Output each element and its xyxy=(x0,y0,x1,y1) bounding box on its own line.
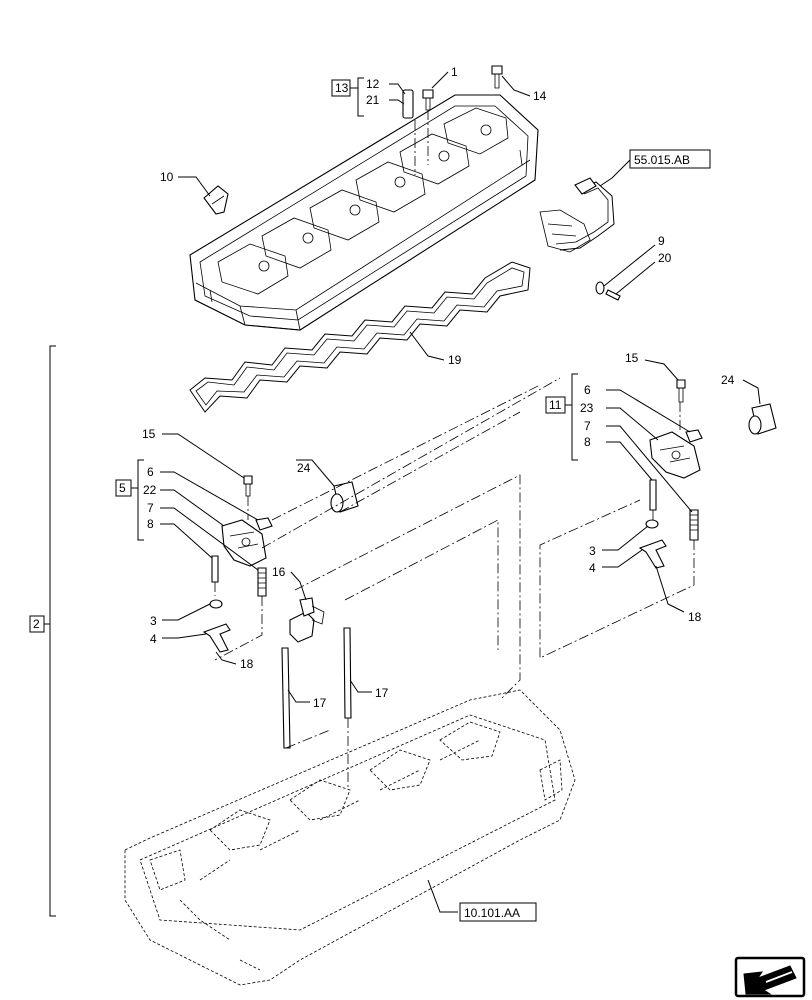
label-1: 1 xyxy=(451,65,458,79)
label-18-right: 18 xyxy=(688,610,702,624)
label-17-right: 17 xyxy=(375,686,389,700)
label-5: 5 xyxy=(119,481,126,495)
label-7-right: 7 xyxy=(584,419,591,433)
label-55-015-ab: 55.015.AB xyxy=(634,153,690,167)
label-13: 13 xyxy=(335,81,349,95)
sleeve-part-24-left xyxy=(330,481,359,513)
label-16: 16 xyxy=(272,565,286,579)
screw-part-20 xyxy=(605,289,621,301)
label-15-left: 15 xyxy=(142,427,156,441)
label-20: 20 xyxy=(658,251,672,265)
label-6-right: 6 xyxy=(584,383,591,397)
label-14: 14 xyxy=(533,89,547,103)
label-3-left: 3 xyxy=(150,614,157,628)
label-10-101-aa: 10.101.AA xyxy=(464,906,520,920)
sensor-part-16 xyxy=(289,597,325,643)
label-9: 9 xyxy=(658,234,665,248)
label-23: 23 xyxy=(580,401,594,415)
label-8-left: 8 xyxy=(147,517,154,531)
label-19: 19 xyxy=(448,353,462,367)
label-18-left: 18 xyxy=(240,657,254,671)
valve-cover xyxy=(189,94,539,331)
assembly-guides xyxy=(214,110,695,790)
bolt-part-14 xyxy=(491,65,503,89)
label-3-right: 3 xyxy=(589,544,596,558)
label-17-left: 17 xyxy=(313,696,327,710)
label-15-right: 15 xyxy=(625,351,639,365)
cylinder-head-block xyxy=(124,689,576,986)
rocker-assembly-right xyxy=(638,379,703,569)
label-21: 21 xyxy=(366,93,380,107)
label-10: 10 xyxy=(160,170,174,184)
leader-lines xyxy=(160,71,761,913)
washer-part-9 xyxy=(595,281,605,295)
label-7-left: 7 xyxy=(147,501,154,515)
label-4-left: 4 xyxy=(150,632,157,646)
tube-part-12 xyxy=(402,89,414,119)
bolt-part-1 xyxy=(422,89,434,111)
group-brackets xyxy=(44,77,578,917)
clip-part-10 xyxy=(203,185,229,215)
label-24-left: 24 xyxy=(297,461,311,475)
cover-gasket xyxy=(189,261,531,413)
label-11: 11 xyxy=(549,398,562,412)
label-8-right: 8 xyxy=(584,435,591,449)
sleeve-part-24-right xyxy=(748,403,777,435)
label-4-right: 4 xyxy=(589,561,596,575)
wiring-harness xyxy=(539,177,615,253)
label-24-right: 24 xyxy=(721,373,735,387)
label-12: 12 xyxy=(366,77,380,91)
push-rods xyxy=(281,627,352,749)
label-2: 2 xyxy=(33,617,40,631)
label-6-left: 6 xyxy=(147,465,154,479)
rocker-assembly-left xyxy=(202,475,273,653)
callout-labels: 1 12 21 13 14 10 55.015.AB 9 20 19 15 24… xyxy=(29,65,735,922)
label-22: 22 xyxy=(143,483,157,497)
